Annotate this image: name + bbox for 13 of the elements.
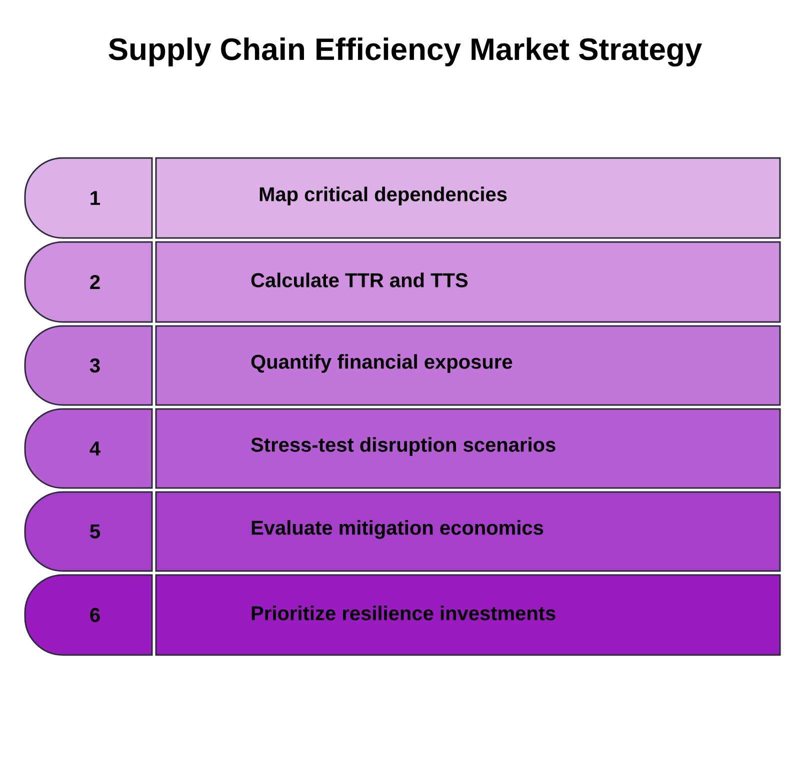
number-tab: 5 <box>24 491 153 572</box>
title: Supply Chain Efficiency Market Strategy <box>108 37 702 66</box>
number-tab: 1 <box>24 157 153 239</box>
step-box: Stress-test disruption scenarios <box>155 408 781 489</box>
step-box: Quantify financial exposure <box>155 325 781 406</box>
number-tab: 4 <box>24 408 153 489</box>
step-box: Evaluate mitigation economics <box>155 491 781 572</box>
step-box: Prioritize resilience investments <box>155 574 781 656</box>
number-tab: 2 <box>24 241 153 323</box>
number-tab: 3 <box>24 325 153 406</box>
step-box: Map critical dependencies <box>155 157 781 239</box>
number-tab: 6 <box>24 574 153 656</box>
step-box: Calculate TTR and TTS <box>155 241 781 323</box>
